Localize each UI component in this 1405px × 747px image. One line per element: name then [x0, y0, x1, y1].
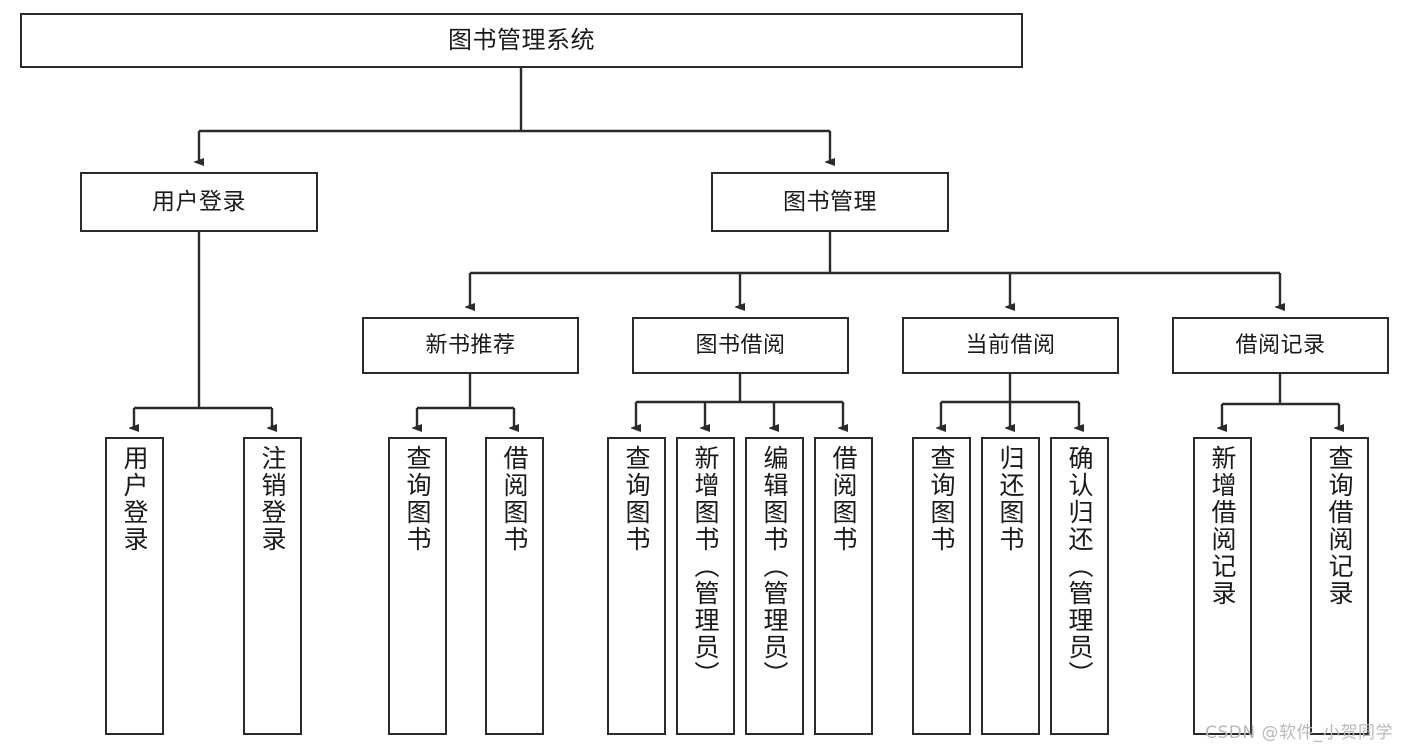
node-user-login[interactable]: 用户登录: [80, 172, 318, 232]
node-label: 新书推荐: [425, 332, 516, 358]
leaf-confirm-return[interactable]: 确认归还（管理员）: [1050, 437, 1109, 735]
node-label: 新增图书（管理员）: [691, 445, 720, 688]
node-label: 确认归还（管理员）: [1065, 445, 1094, 688]
node-label: 当前借阅: [965, 332, 1056, 358]
node-label: 借阅记录: [1235, 332, 1326, 358]
node-new-book-recommend[interactable]: 新书推荐: [362, 317, 579, 374]
node-label: 借阅图书: [829, 445, 858, 553]
node-current-borrow[interactable]: 当前借阅: [902, 317, 1119, 374]
leaf-logout[interactable]: 注销登录: [243, 437, 302, 735]
node-label: 查询图书: [622, 445, 651, 553]
node-book-borrow[interactable]: 图书借阅: [632, 317, 849, 374]
node-label: 注销登录: [258, 445, 287, 553]
watermark-text: CSDN @软件_小贺同学: [1205, 723, 1393, 743]
leaf-edit-book[interactable]: 编辑图书（管理员）: [745, 437, 804, 735]
leaf-query-book-3[interactable]: 查询图书: [912, 437, 971, 735]
leaf-add-book[interactable]: 新增图书（管理员）: [676, 437, 735, 735]
node-book-manage[interactable]: 图书管理: [711, 172, 949, 232]
node-label: 借阅图书: [500, 445, 529, 553]
leaf-add-borrow-record[interactable]: 新增借阅记录: [1193, 437, 1252, 735]
leaf-borrow-book-1[interactable]: 借阅图书: [485, 437, 544, 735]
node-label: 用户登录: [152, 188, 246, 215]
node-label: 归还图书: [996, 445, 1025, 553]
leaf-user-login[interactable]: 用户登录: [105, 437, 164, 735]
leaf-query-book-2[interactable]: 查询图书: [607, 437, 666, 735]
leaf-borrow-book-2[interactable]: 借阅图书: [814, 437, 873, 735]
node-label: 用户登录: [120, 445, 149, 553]
node-root-system[interactable]: 图书管理系统: [20, 13, 1023, 68]
node-label: 编辑图书（管理员）: [760, 445, 789, 688]
leaf-query-book-1[interactable]: 查询图书: [388, 437, 447, 735]
node-label: 图书管理: [783, 188, 877, 215]
node-label: 图书借阅: [695, 332, 786, 358]
node-label: 新增借阅记录: [1208, 445, 1237, 607]
node-borrow-record[interactable]: 借阅记录: [1172, 317, 1389, 374]
node-label: 图书管理系统: [448, 25, 595, 54]
node-label: 查询图书: [403, 445, 432, 553]
leaf-query-borrow-record[interactable]: 查询借阅记录: [1310, 437, 1369, 735]
node-label: 查询图书: [927, 445, 956, 553]
leaf-return-book[interactable]: 归还图书: [981, 437, 1040, 735]
node-label: 查询借阅记录: [1325, 445, 1354, 607]
